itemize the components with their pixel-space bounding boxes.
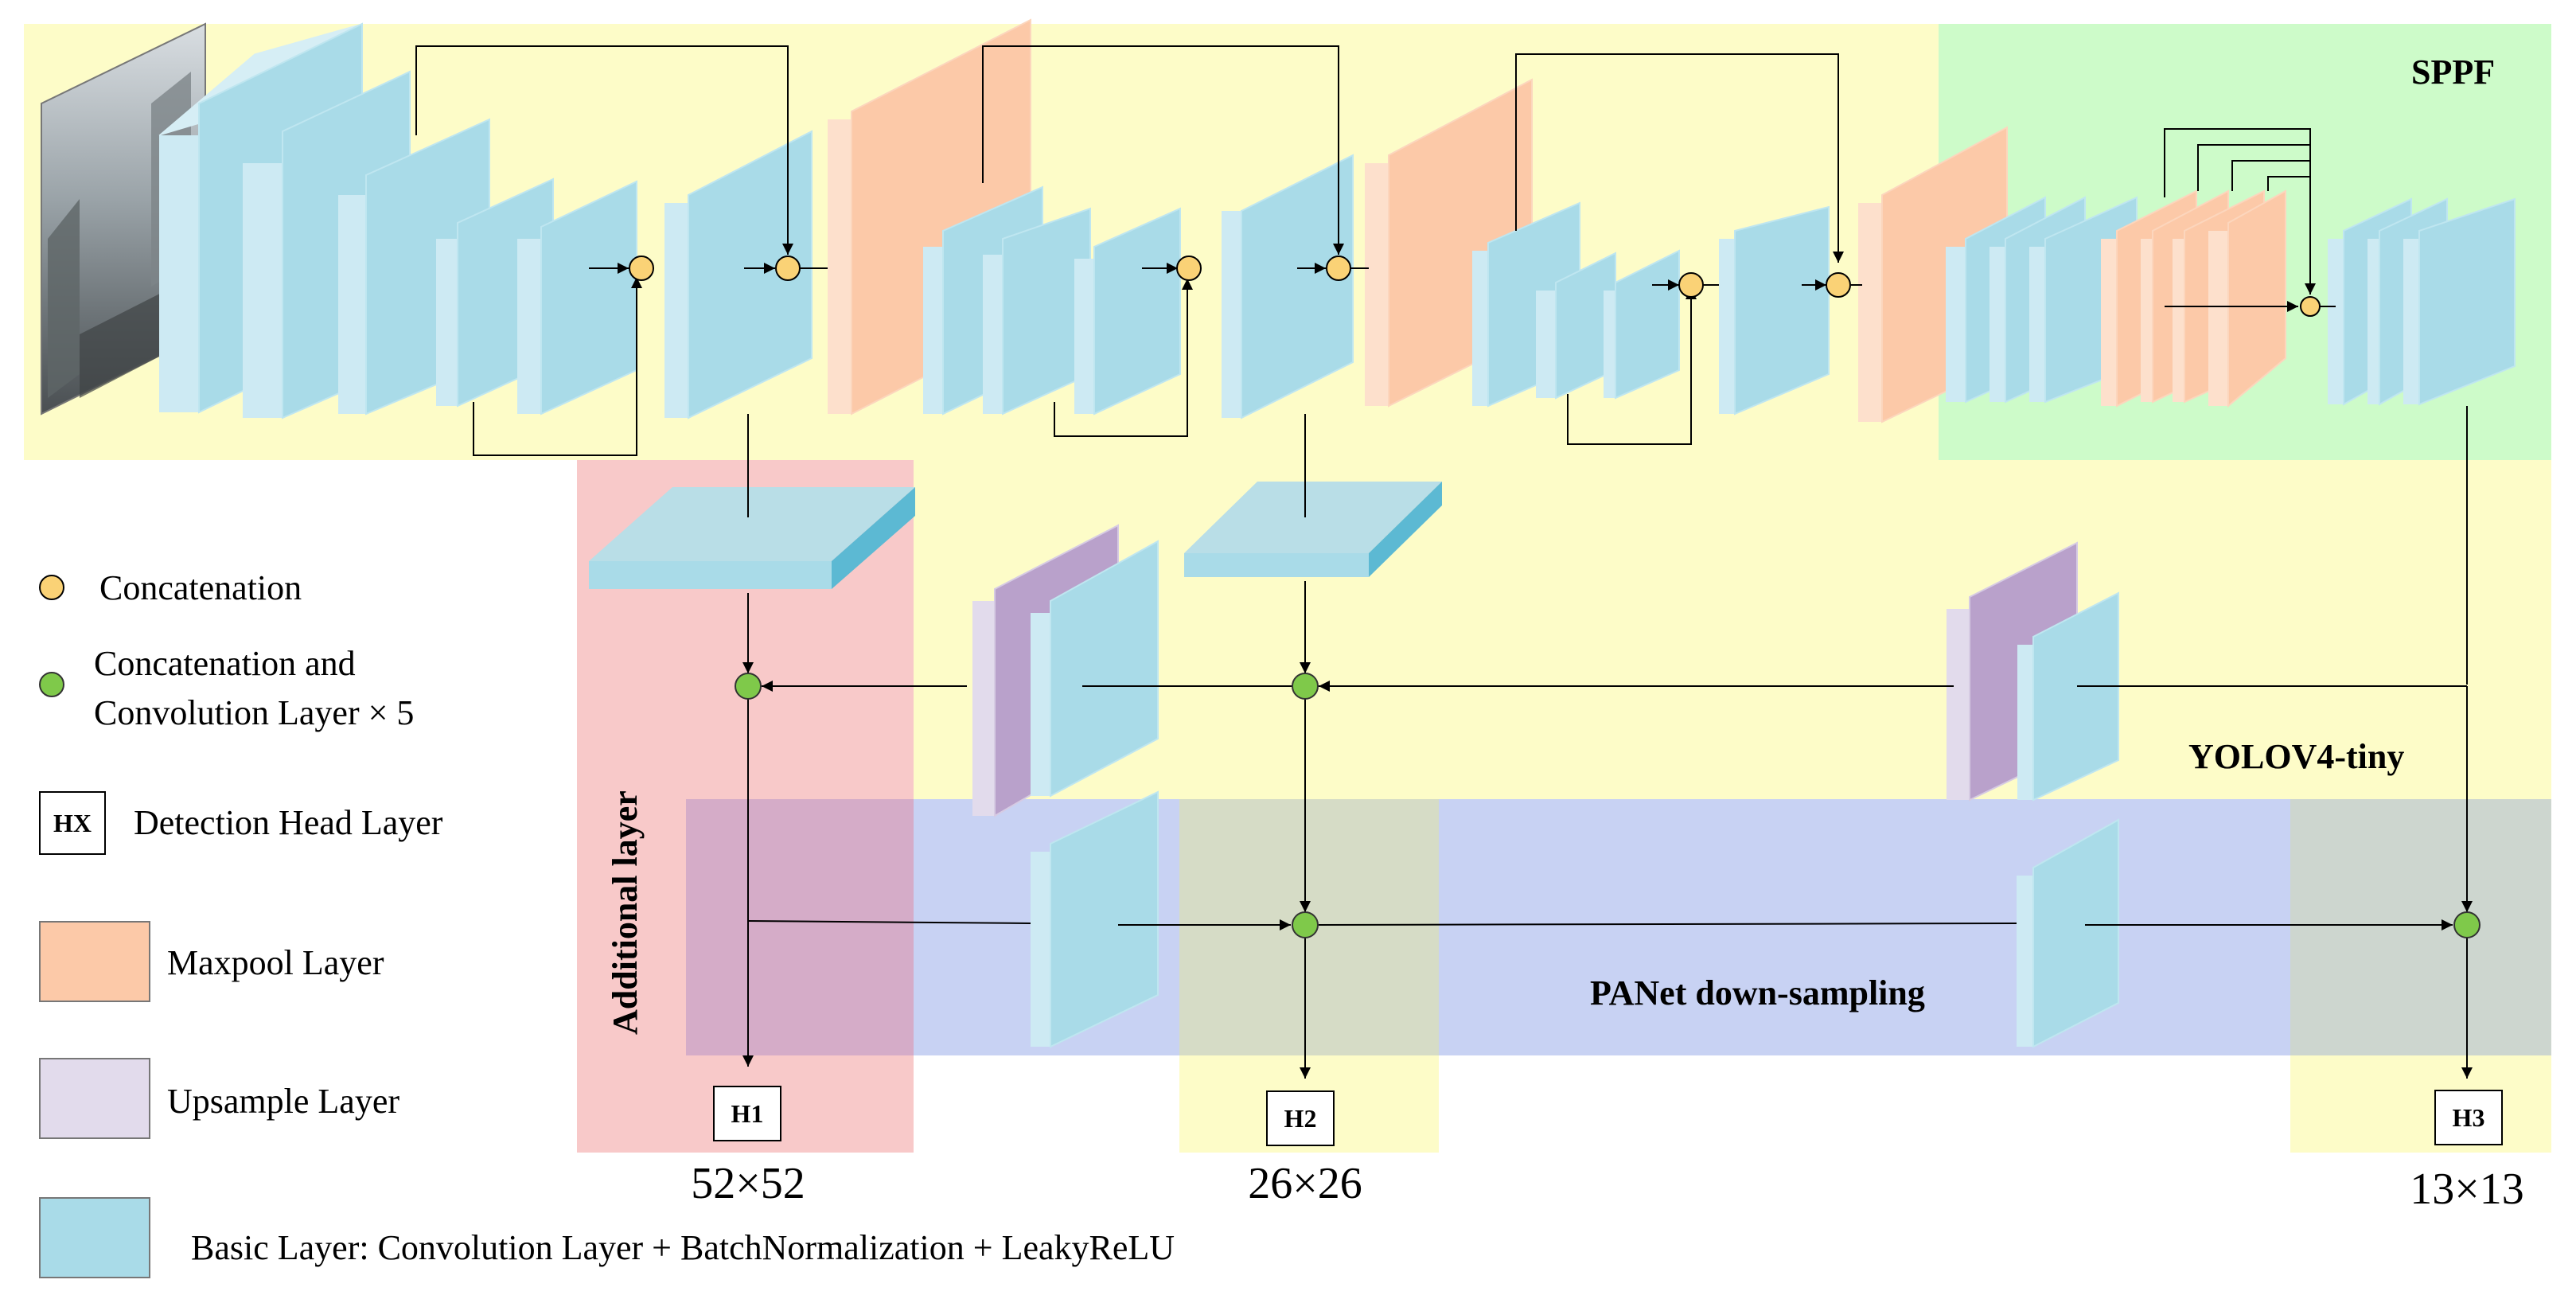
basic-block [1536,252,1616,400]
legend-label-upsample: Upsample Layer [167,1082,399,1121]
legend-item-concat-conv: Concatenation and Convolution Layer × 5 [39,644,414,732]
concat-node [629,256,654,281]
concat-node [1326,256,1351,281]
slab-block-left [589,487,915,589]
legend-label-concat-conv-line2: Convolution Layer × 5 [94,693,414,732]
concat-node [1176,256,1202,281]
panet-basic-right [2017,818,2119,1048]
upsample-swatch-icon [39,1058,150,1139]
concat-conv-node [1292,911,1319,938]
legend: Concatenation Concatenation and Convolut… [39,568,1175,1278]
connections [415,45,2473,1079]
additional-layer-label: Additional layer [606,790,645,1035]
legend-item-maxpool: Maxpool Layer [39,921,384,1002]
basic-block [2403,197,2516,406]
basic-block [1074,207,1181,415]
head-label-h1: H1 [731,1099,764,1128]
detection-head-h1: H1 [713,1086,781,1141]
concat-nodes [629,256,2321,317]
upsample-group-left [972,524,1159,817]
detection-head-h3: H3 [2434,1090,2503,1145]
legend-label-concatenation: Concatenation [99,568,302,607]
legend-item-upsample: Upsample Layer [39,1058,399,1139]
yolo-region-middle [914,460,2551,799]
basic-block [664,130,813,419]
basic-block [1719,205,1830,415]
legend-head-icon-text: HX [53,809,92,837]
concat-swatch-icon [39,575,64,600]
legend-label-maxpool: Maxpool Layer [167,943,384,982]
scale-label-13: 13×13 [2410,1165,2524,1214]
concat-conv-swatch-icon [39,672,64,697]
legend-item-basic: Basic Layer: Convolution Layer + BatchNo… [39,1197,1175,1278]
sppf-label: SPPF [2411,53,2495,92]
legend-item-concatenation: Concatenation [39,568,302,607]
legend-label-basic: Basic Layer: Convolution Layer + BatchNo… [191,1228,1175,1267]
legend-label-concat-conv-line1: Concatenation and [94,644,356,683]
backbone-blocks [158,18,2516,423]
concat-conv-node [2453,911,2481,938]
panet-label: PANet down-sampling [1590,973,1925,1012]
basic-block [983,207,1091,415]
concat-node [1826,272,1851,298]
yolo-label: YOLOV4-tiny [2188,737,2404,776]
maxpool-swatch-icon [39,921,150,1002]
detection-head-h2: H2 [1266,1090,1335,1146]
concat-conv-node [1292,673,1319,700]
basic-block [1604,249,1680,400]
panet-region [686,799,2551,1055]
overlap-h3-panet [2290,799,2551,1055]
basic-swatch-icon [39,1197,150,1278]
basic-block [1222,154,1354,419]
slab-block-middle [1184,482,1442,577]
maxpool-block [2208,189,2286,408]
scale-label-52: 52×52 [691,1159,805,1208]
concat-node [775,256,801,281]
concat-node [2300,296,2321,317]
legend-label-detection-head: Detection Head Layer [134,803,443,842]
scale-label-26: 26×26 [1248,1159,1362,1208]
detection-head-swatch-icon [39,791,106,855]
legend-item-detection-head: HX Detection Head Layer [39,791,443,855]
overlap-additional-panet [686,799,914,1055]
concat-node [1678,272,1704,298]
head-label-h3: H3 [2453,1103,2485,1132]
h3-column-lower [2290,1055,2551,1153]
panet-basic-left [1031,790,1159,1048]
upsample-group-right [1947,541,2119,802]
head-label-h2: H2 [1284,1104,1317,1133]
concat-conv-node [735,673,762,700]
concat-conv-nodes [735,673,2481,938]
